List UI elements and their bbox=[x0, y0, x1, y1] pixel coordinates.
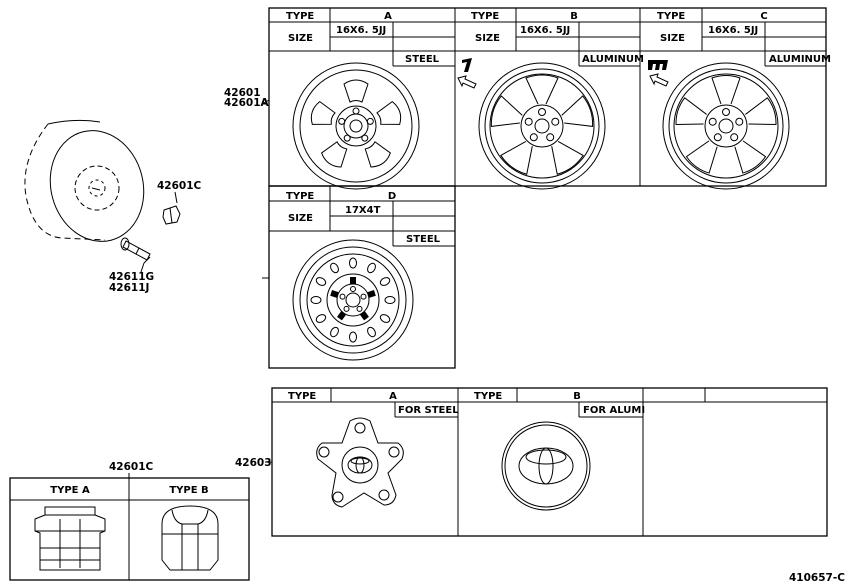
material-b: ALUMINUM bbox=[582, 54, 644, 65]
callout-42601c-nuts: 42601C bbox=[109, 461, 154, 473]
wheel-b-emblem-icon bbox=[462, 58, 472, 72]
size-label-d: SIZE bbox=[288, 213, 313, 224]
size-label-c: SIZE bbox=[660, 33, 685, 44]
ornament-table: TYPE A FOR STEEL TYPE B FOR ALUMI bbox=[271, 387, 828, 537]
wheel-table-d: TYPE D SIZE 17X4T STEEL bbox=[268, 185, 456, 369]
wheel-c-arrow-icon bbox=[649, 73, 669, 87]
ornament-type-label-b: TYPE bbox=[474, 391, 502, 402]
nut-type-b-label: TYPE B bbox=[169, 485, 208, 496]
material-d: STEEL bbox=[406, 234, 441, 245]
size-value-d: 17X4T bbox=[345, 205, 381, 216]
callout-42601: 42601 bbox=[224, 87, 261, 99]
ornament-note-b: FOR ALUMI bbox=[583, 405, 645, 416]
size-value-a: 16X6. 5JJ bbox=[336, 25, 386, 36]
alloy-center-cap-drawing bbox=[501, 421, 591, 511]
type-label-d: TYPE bbox=[286, 191, 314, 202]
steel-center-cap-drawing bbox=[316, 417, 404, 508]
type-label-a: TYPE bbox=[286, 11, 314, 22]
type-label-c: TYPE bbox=[657, 11, 685, 22]
figure-id: 410657-C bbox=[789, 572, 845, 584]
ornament-type-value-a: A bbox=[389, 391, 397, 402]
material-c: ALUMINUM bbox=[769, 54, 831, 65]
nut-type-a-label: TYPE A bbox=[50, 485, 90, 496]
size-value-c: 16X6. 5JJ bbox=[708, 25, 758, 36]
steel-wheel-a-drawing bbox=[292, 62, 420, 190]
steel-wheel-d-drawing bbox=[292, 239, 414, 361]
size-label-b: SIZE bbox=[475, 33, 500, 44]
type-value-d: D bbox=[388, 191, 396, 202]
tire-assembly-drawing bbox=[24, 119, 145, 242]
small-hub-nut-drawing bbox=[162, 191, 181, 225]
valve-stem-drawing bbox=[120, 237, 151, 273]
callout-42603: 42603 bbox=[235, 457, 272, 469]
callouts: 42601 42601A 42601C 42611G 42611J 42603 … bbox=[109, 87, 845, 584]
nut-types-table: TYPE A TYPE B bbox=[9, 477, 250, 581]
ornament-type-value-b: B bbox=[573, 391, 581, 402]
callout-42601a: 42601A bbox=[224, 97, 270, 109]
hub-nut-b-drawing bbox=[161, 505, 219, 571]
material-a: STEEL bbox=[405, 54, 440, 65]
callout-42601c-hubnut: 42601C bbox=[157, 180, 202, 192]
type-value-b: B bbox=[570, 11, 578, 22]
type-value-c: C bbox=[760, 11, 767, 22]
type-value-a: A bbox=[384, 11, 392, 22]
alloy-wheel-b-drawing bbox=[478, 62, 606, 190]
size-label-a: SIZE bbox=[288, 33, 313, 44]
type-label-b: TYPE bbox=[471, 11, 499, 22]
wheel-c-emblem-icon bbox=[648, 60, 668, 70]
size-value-b: 16X6. 5JJ bbox=[520, 25, 570, 36]
wheel-b-arrow-icon bbox=[457, 75, 477, 89]
ornament-note-a: FOR STEEL bbox=[398, 405, 459, 416]
callout-42611j: 42611J bbox=[109, 282, 149, 294]
hub-nut-a-drawing bbox=[34, 506, 106, 571]
ornament-type-label-a: TYPE bbox=[288, 391, 316, 402]
callout-42611g: 42611G bbox=[109, 271, 154, 283]
wheel-table-top: TYPE A SIZE 16X6. 5JJ STEEL TYPE B SIZE … bbox=[268, 7, 831, 190]
alloy-wheel-c-drawing bbox=[662, 62, 790, 190]
